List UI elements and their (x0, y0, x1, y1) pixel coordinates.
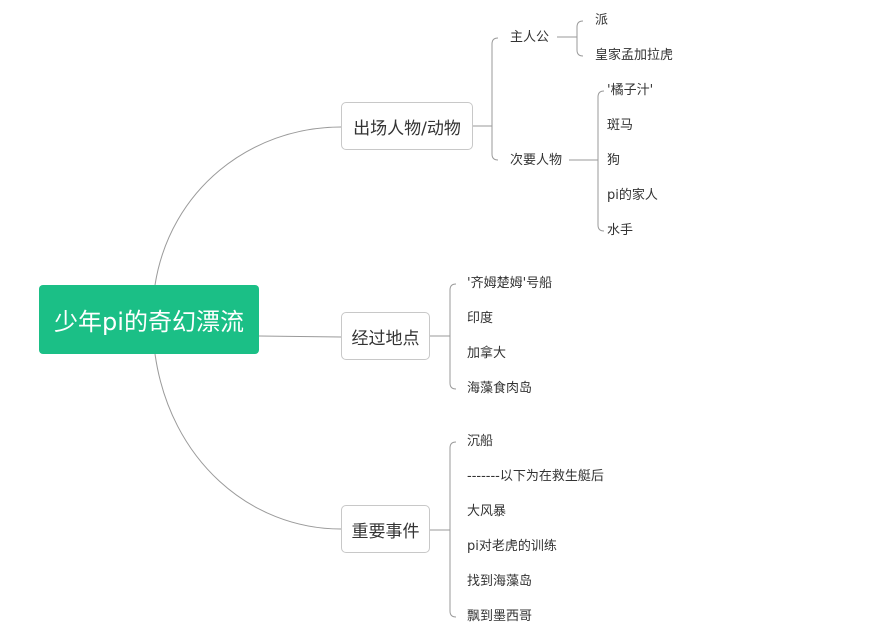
leaf-place-1[interactable]: 印度 (467, 311, 494, 326)
leaf-secondary-1[interactable]: 斑马 (607, 118, 634, 133)
link-events-bracket (449, 441, 457, 618)
leaf-place-0[interactable]: '齐姆楚姆'号船 (467, 276, 553, 291)
leaf-event-2[interactable]: 大风暴 (467, 504, 507, 519)
link-root-events (154, 353, 342, 530)
link-root-characters (154, 126, 342, 286)
subtopic-main-character[interactable]: 主人公 (510, 30, 550, 45)
branch-characters[interactable]: 出场人物/动物 (341, 102, 473, 150)
leaf-main-0[interactable]: 派 (595, 13, 609, 28)
leaf-event-3[interactable]: pi对老虎的训练 (467, 539, 557, 554)
link-root-places (258, 335, 342, 338)
subtopic-secondary-characters[interactable]: 次要人物 (510, 153, 563, 168)
branch-events[interactable]: 重要事件 (341, 505, 430, 553)
root-topic[interactable]: 少年pi的奇幻漂流 (39, 285, 259, 354)
link-main-bracket (576, 20, 584, 57)
branch-places[interactable]: 经过地点 (341, 312, 430, 360)
link-characters-bracket (491, 37, 499, 161)
leaf-event-5[interactable]: 飘到墨西哥 (467, 609, 533, 624)
link-places-bracket (449, 283, 457, 390)
leaf-event-1[interactable]: -------以下为在救生艇后 (467, 469, 604, 484)
leaf-secondary-3[interactable]: pi的家人 (607, 188, 658, 203)
link-secondary-bracket (597, 90, 605, 232)
leaf-event-0[interactable]: 沉船 (467, 434, 494, 449)
leaf-place-2[interactable]: 加拿大 (467, 346, 507, 361)
leaf-main-1[interactable]: 皇家孟加拉虎 (595, 48, 674, 63)
leaf-place-3[interactable]: 海藻食肉岛 (467, 381, 533, 396)
leaf-event-4[interactable]: 找到海藻岛 (467, 574, 533, 589)
leaf-secondary-2[interactable]: 狗 (607, 153, 621, 168)
leaf-secondary-0[interactable]: '橘子汁' (607, 83, 654, 98)
leaf-secondary-4[interactable]: 水手 (607, 223, 634, 238)
